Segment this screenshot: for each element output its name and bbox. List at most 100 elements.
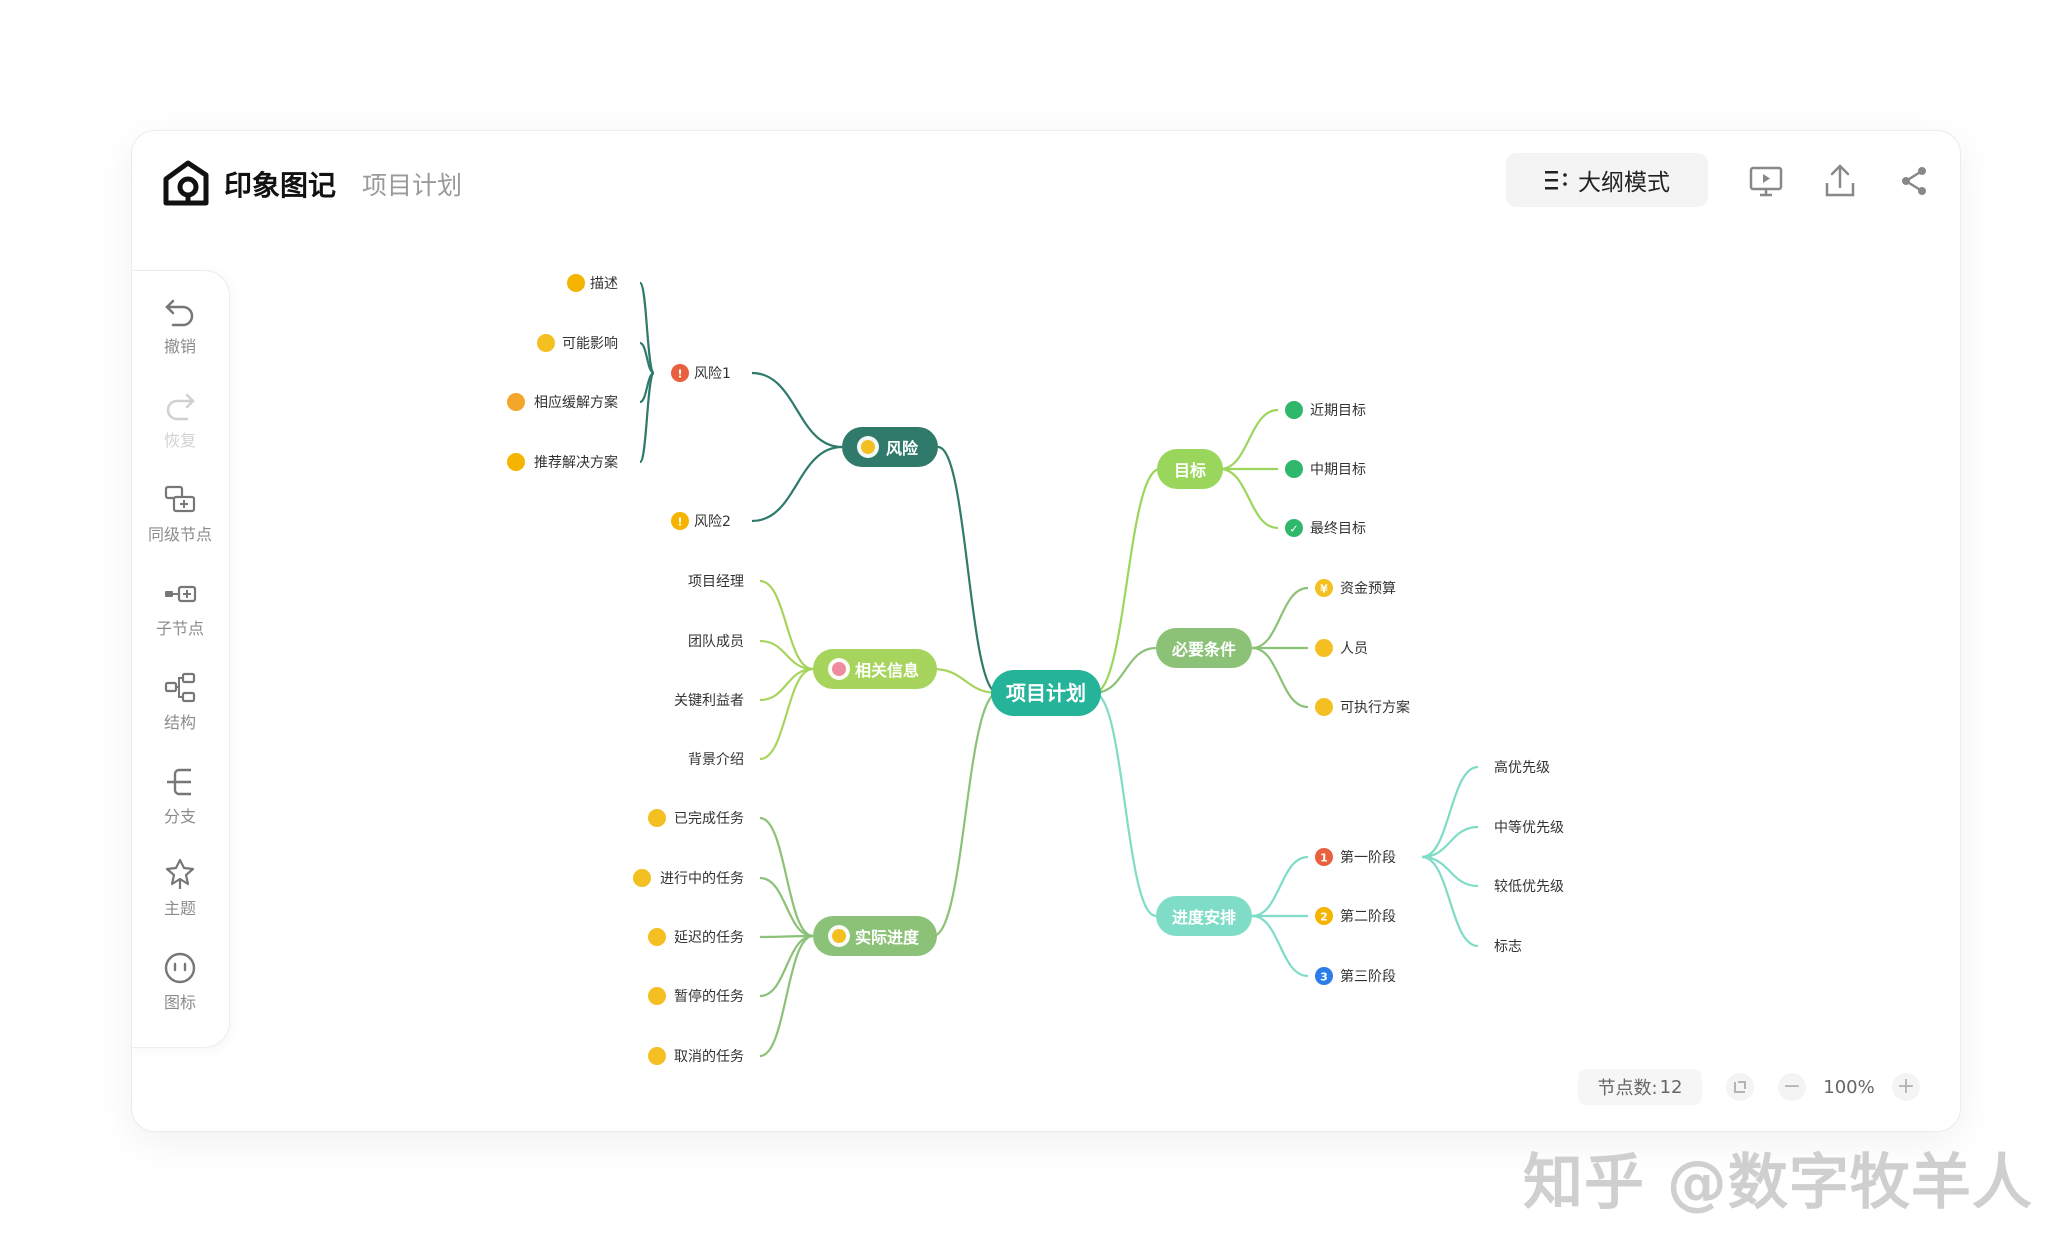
- sibling-node-label: 同级节点: [147, 525, 212, 544]
- theme-button[interactable]: 主题: [132, 857, 229, 937]
- progress-quarter-icon: [1285, 401, 1303, 419]
- connector-line: [759, 816, 814, 938]
- shocked-face-icon: [648, 1047, 666, 1065]
- connector-line: [1251, 586, 1309, 650]
- structure-button[interactable]: 结构: [132, 671, 229, 751]
- progress-child-2[interactable]: 延迟的任务: [674, 930, 744, 946]
- branch-actual-progress-label: 实际进度: [855, 928, 920, 947]
- phase1-child-1[interactable]: 中等优先级: [1494, 819, 1564, 836]
- outline-list-icon: [1545, 171, 1567, 190]
- progress-child-4[interactable]: 取消的任务: [674, 1049, 744, 1065]
- presentation-icon[interactable]: [1746, 161, 1786, 201]
- requirement-child-0[interactable]: 资金预算: [1340, 581, 1396, 597]
- branch-button[interactable]: 分支: [132, 765, 229, 845]
- node-count-display: 节点数: 12: [1578, 1069, 1702, 1105]
- sibling-node-icon: [164, 485, 196, 513]
- app-header: 印象图记 项目计划 大纲模式: [132, 131, 1960, 231]
- risk1-child-1[interactable]: 可能影响: [562, 336, 618, 352]
- neutral-face-icon: [648, 928, 666, 946]
- zoom-out-button[interactable]: −: [1778, 1073, 1806, 1101]
- share-icon[interactable]: [1894, 161, 1934, 201]
- requirement-child-1[interactable]: 人员: [1340, 641, 1368, 657]
- branch-requirements[interactable]: 必要条件: [1156, 628, 1252, 668]
- connector-line: [638, 281, 656, 375]
- connector-line: [759, 934, 814, 998]
- branch-schedule[interactable]: 进度安排: [1156, 896, 1252, 936]
- branch-label: 分支: [163, 807, 196, 826]
- worried-face-icon: [537, 334, 555, 352]
- progress-child-0[interactable]: 已完成任务: [674, 811, 744, 827]
- schedule-child-2[interactable]: 第三阶段: [1340, 968, 1396, 985]
- export-upload-icon[interactable]: [1820, 161, 1860, 201]
- undo-icon: [165, 299, 194, 327]
- sibling-node-button[interactable]: 同级节点: [132, 483, 229, 563]
- risk2-node[interactable]: 风险2: [694, 514, 731, 530]
- connector-line: [759, 639, 814, 671]
- branch-goal-label: 目标: [1174, 461, 1206, 480]
- yen-icon: [1315, 579, 1333, 597]
- info-child-3[interactable]: 背景介绍: [688, 752, 744, 768]
- mind-map-canvas[interactable]: 描述可能影响相应缓解方案推荐解决方案!风险1!风险2项目经理团队成员关键利益者背…: [132, 131, 1960, 1131]
- phase1-child-0[interactable]: 高优先级: [1494, 759, 1550, 776]
- root-node[interactable]: 项目计划: [991, 670, 1101, 716]
- number-1-icon-glyph: 1: [1320, 852, 1328, 865]
- heart-icon: [507, 393, 525, 411]
- connector-line: [932, 691, 999, 938]
- undo-button[interactable]: 撤销: [132, 295, 229, 375]
- risk1-node[interactable]: 风险1: [694, 366, 731, 382]
- goal-child-2[interactable]: 最终目标: [1310, 521, 1366, 537]
- icon-button[interactable]: 图标: [132, 951, 229, 1031]
- goal-child-1[interactable]: 中期目标: [1310, 462, 1366, 478]
- connector-line: [1093, 691, 1157, 918]
- connector-line: [1421, 855, 1479, 948]
- connector-line: [1093, 467, 1161, 695]
- requirement-child-2[interactable]: 可执行方案: [1340, 699, 1410, 716]
- branch-actual-progress[interactable]: 实际进度: [813, 916, 937, 956]
- play-icon-dot: [832, 662, 846, 676]
- thumbs-up-icon: [507, 453, 525, 471]
- number-2-icon: [1315, 907, 1333, 925]
- phase1-child-2[interactable]: 较低优先级: [1494, 879, 1564, 895]
- child-node-label: 子节点: [155, 619, 204, 638]
- branch-related-info-label: 相关信息: [855, 661, 919, 680]
- structure-icon: [164, 672, 196, 703]
- info-child-1[interactable]: 团队成员: [688, 634, 744, 650]
- fit-screen-button[interactable]: [1726, 1073, 1754, 1101]
- zoom-level: 100%: [1823, 1076, 1875, 1098]
- connector-line: [759, 667, 814, 761]
- connector-line: [759, 579, 814, 671]
- outline-mode-label: 大纲模式: [1578, 170, 1670, 196]
- branch-related-info[interactable]: 相关信息: [813, 649, 937, 689]
- outline-mode-button[interactable]: 大纲模式: [1506, 153, 1708, 207]
- progress-child-3[interactable]: 暂停的任务: [674, 988, 744, 1005]
- app-window: 印象图记 项目计划 大纲模式 描述可能影: [131, 130, 1961, 1132]
- document-title[interactable]: 项目计划: [362, 171, 463, 200]
- smile-face-icon: [633, 869, 651, 887]
- phase1-child-3[interactable]: 标志: [1494, 939, 1522, 955]
- schedule-child-1[interactable]: 第二阶段: [1340, 908, 1396, 925]
- connector-line: [1219, 467, 1279, 530]
- connector-line: [1421, 765, 1479, 859]
- schedule-child-0[interactable]: 第一阶段: [1340, 849, 1396, 866]
- child-node-button[interactable]: 子节点: [132, 577, 229, 657]
- branch-goal[interactable]: 目标: [1157, 449, 1223, 489]
- branch-risk[interactable]: 风险: [842, 427, 938, 467]
- theme-icon: [165, 858, 195, 889]
- info-child-0[interactable]: 项目经理: [688, 574, 744, 590]
- info-child-2[interactable]: 关键利益者: [674, 693, 744, 709]
- connector-line: [751, 445, 843, 523]
- risk1-child-2[interactable]: 相应缓解方案: [534, 394, 618, 411]
- node-count-label: 节点数:: [1597, 1078, 1658, 1099]
- number-3-icon-glyph: 3: [1320, 971, 1328, 984]
- redo-button[interactable]: 恢复: [132, 389, 229, 469]
- structure-label: 结构: [163, 713, 196, 732]
- risk1-child-3[interactable]: 推荐解决方案: [534, 454, 618, 471]
- connector-line: [751, 371, 843, 449]
- zoom-in-button[interactable]: +: [1892, 1073, 1920, 1101]
- connector-line: [759, 934, 814, 1058]
- dizzy-face-icon-dot: [861, 440, 875, 454]
- goal-child-0[interactable]: 近期目标: [1310, 403, 1366, 419]
- redo-icon: [166, 393, 195, 421]
- risk1-child-0[interactable]: 描述: [590, 276, 618, 292]
- progress-child-1[interactable]: 进行中的任务: [660, 871, 744, 887]
